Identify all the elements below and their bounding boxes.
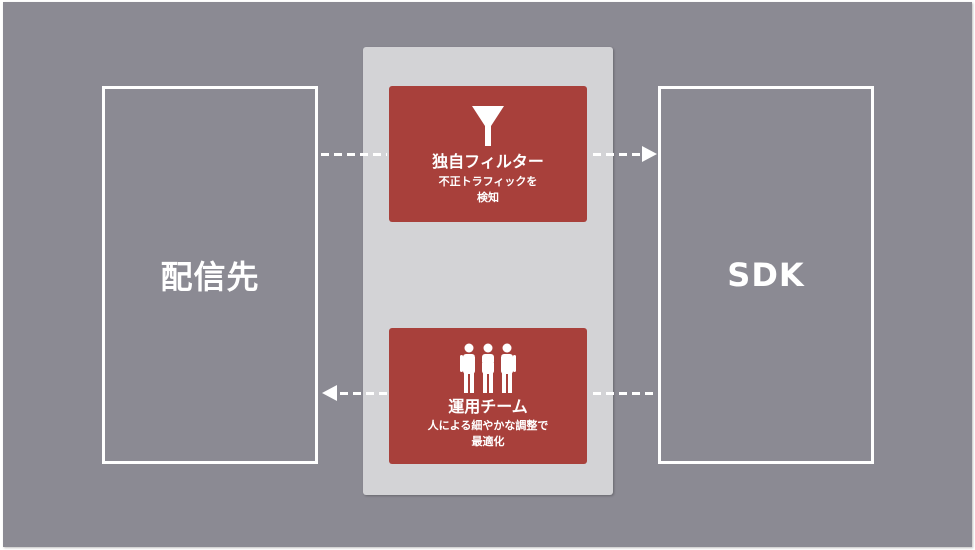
team-desc-line1: 人による細やかな調整で [427, 419, 549, 432]
destination-label: 配信先 [160, 258, 260, 296]
arrow-right-icon [642, 146, 657, 162]
sdk-node: SDK [658, 86, 874, 464]
arrow-left-icon [322, 385, 337, 401]
sdk-label: SDK [727, 256, 805, 294]
team-card: 運用チーム 人による細やかな調整で 最適化 [389, 328, 587, 464]
flow-line-top-left [321, 153, 387, 156]
flow-line-top-right [593, 153, 641, 156]
team-desc-line2: 最適化 [471, 435, 505, 448]
filter-desc-line2: 検知 [477, 191, 499, 204]
destination-node: 配信先 [102, 86, 318, 464]
filter-title: 独自フィルター [432, 152, 544, 171]
filter-card: 独自フィルター 不正トラフィックを 検知 [389, 86, 587, 222]
people-icon [460, 343, 516, 393]
filter-desc-line1: 不正トラフィックを [438, 175, 538, 188]
flow-line-bottom-left [340, 392, 388, 395]
funnel-icon [472, 106, 504, 146]
flow-line-bottom-right [593, 392, 657, 395]
team-title: 運用チーム [448, 397, 528, 416]
